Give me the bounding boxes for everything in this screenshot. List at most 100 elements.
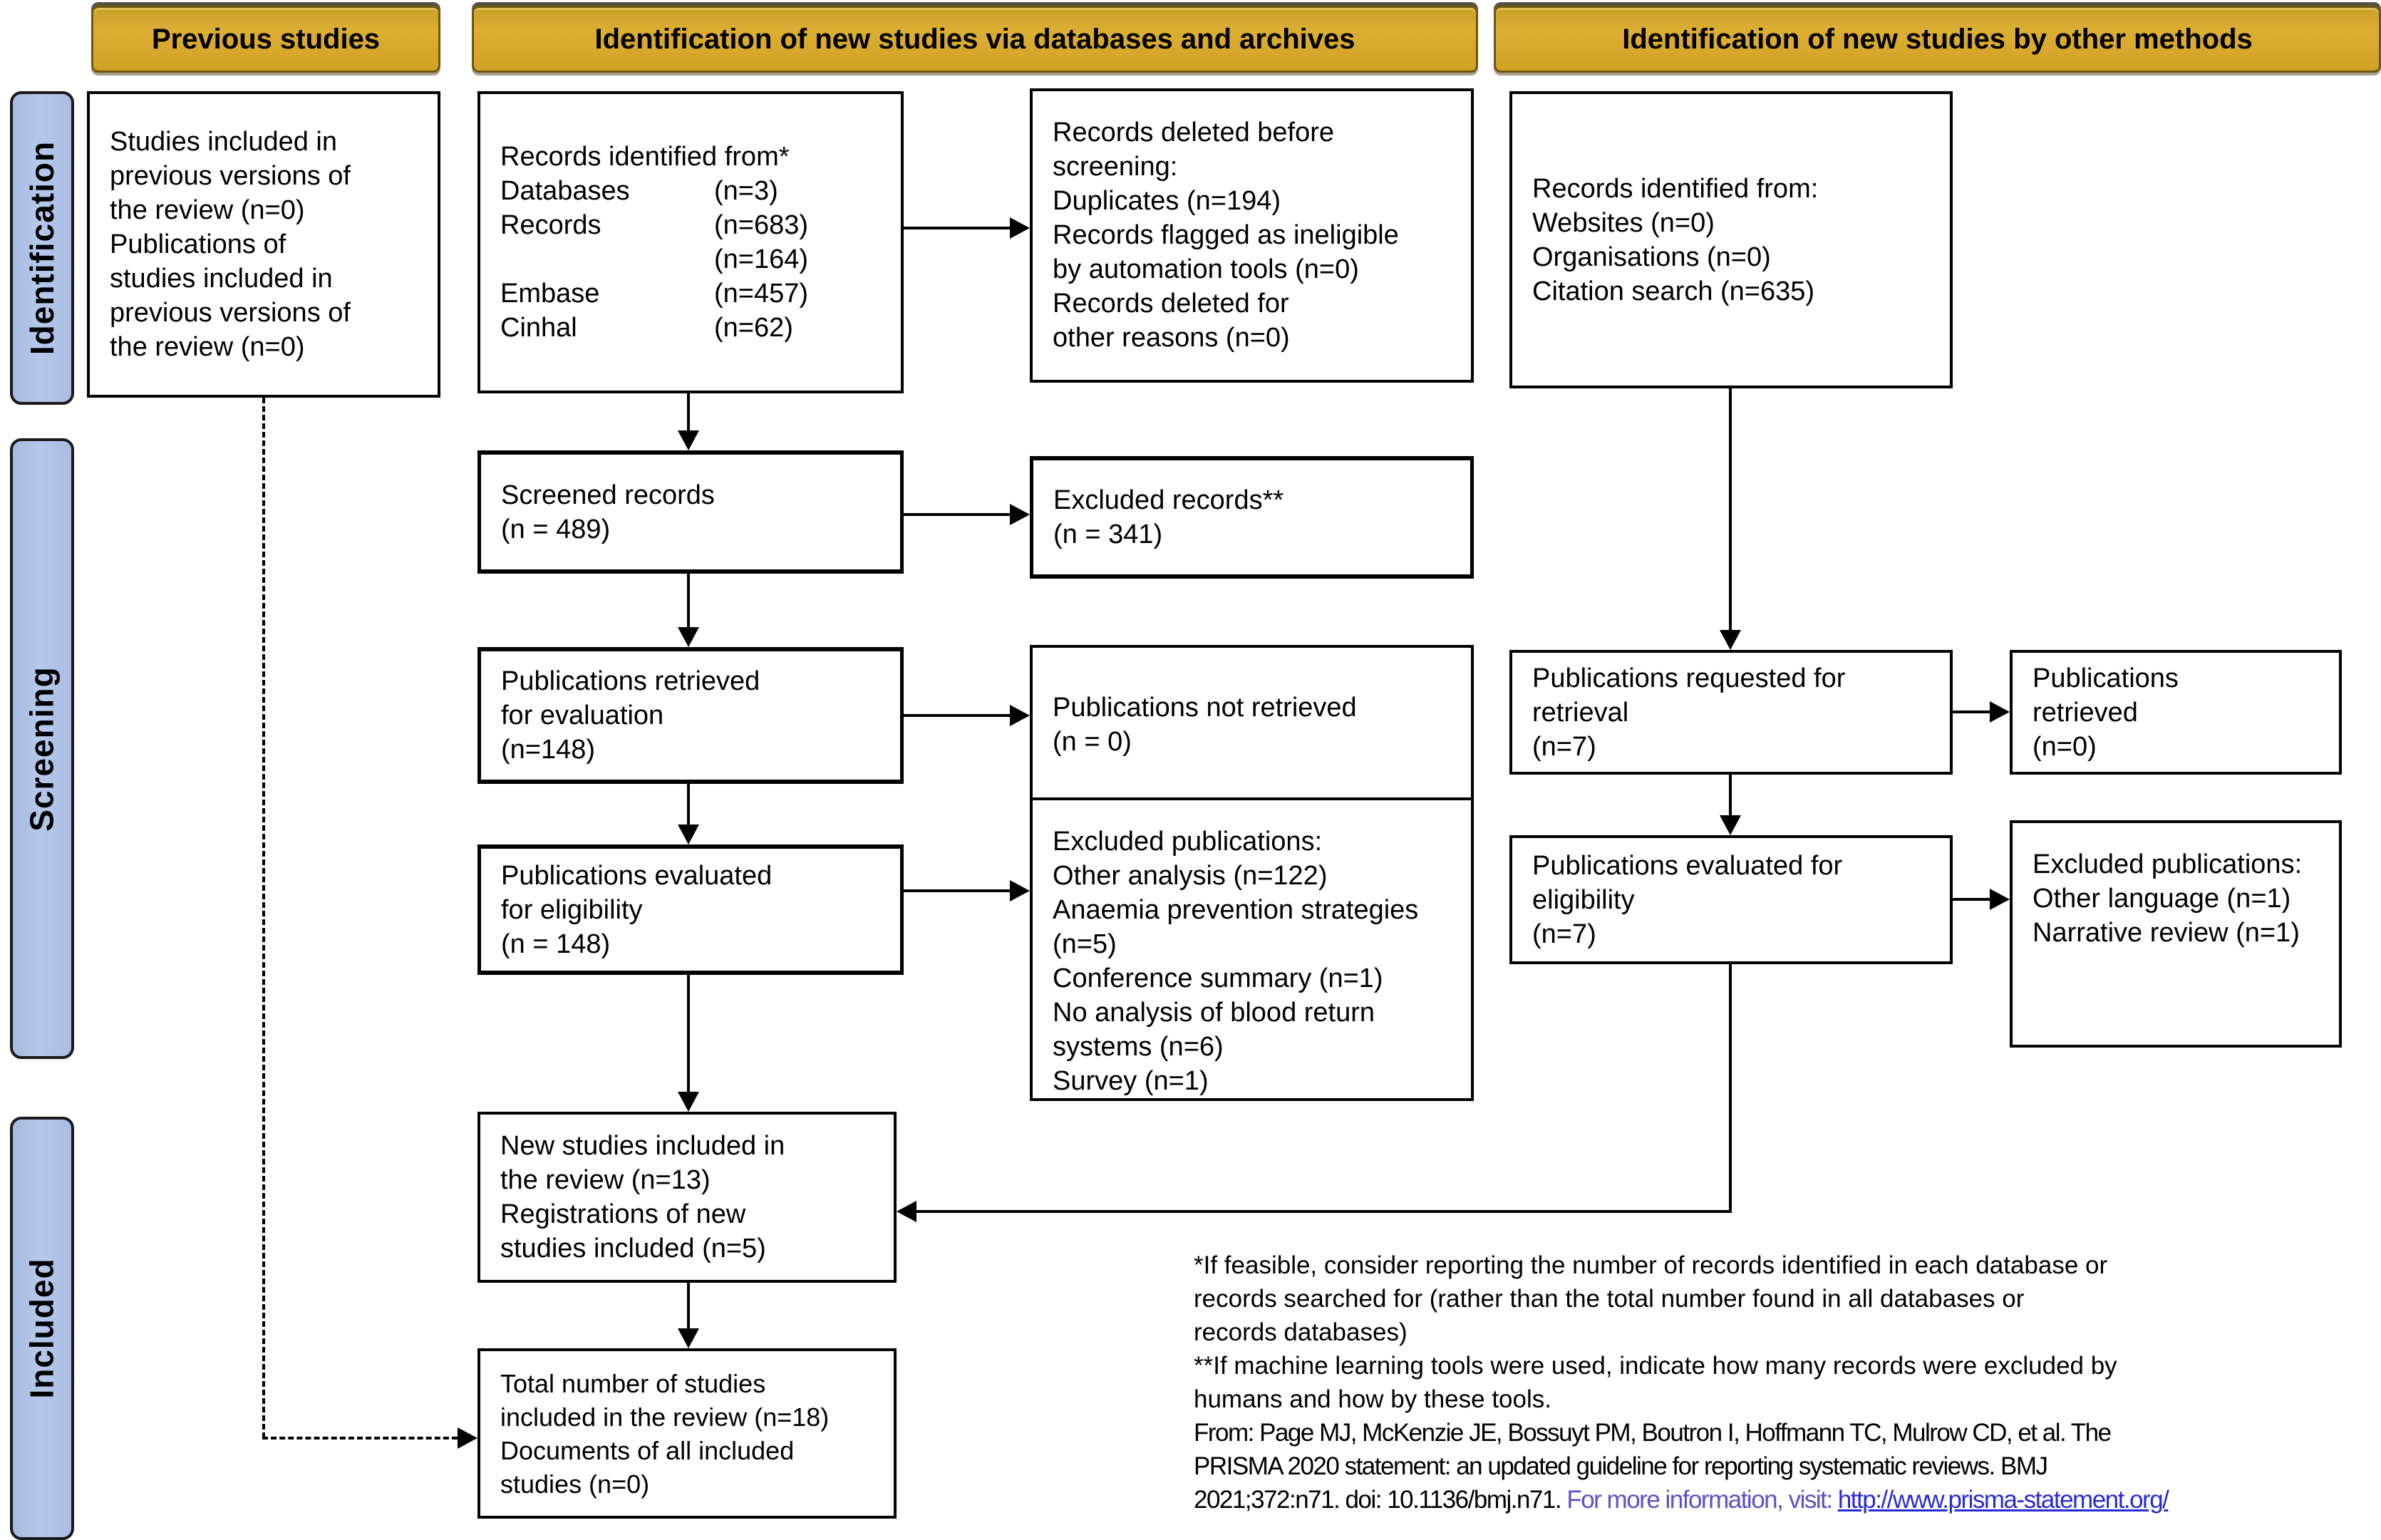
phase-band-screening: Screening <box>10 438 74 1059</box>
text-line: (n = 341) <box>1053 520 1163 549</box>
connector-line <box>1953 710 1990 713</box>
text-line: Records flagged as ineligible <box>1053 220 1399 250</box>
footnote-citation-last-line: 2021;372:n71. doi: 10.1136/bmj.n71. For … <box>1194 1483 2370 1516</box>
db-row: Databases (n=3) <box>500 174 887 208</box>
text-line: Websites (n=0) <box>1532 207 1715 238</box>
box-excluded-publications-databases: Excluded publications:Other analysis (n=… <box>1030 797 1474 1101</box>
arrowhead-right <box>1990 889 2010 910</box>
arrowhead-right <box>1010 217 1030 239</box>
arrowhead-right <box>1010 705 1030 726</box>
text-line: Other language (n=1) <box>2033 884 2291 914</box>
header-new-studies-other-methods: Identification of new studies by other m… <box>1494 6 2381 73</box>
arrowhead-right <box>458 1427 477 1449</box>
text-line: other reasons (n=0) <box>1053 323 1290 353</box>
text-line: by automation tools (n=0) <box>1053 254 1359 284</box>
connector-line <box>1729 964 1732 1213</box>
arrowhead-right <box>1010 504 1030 525</box>
text-line: Duplicates (n=194) <box>1053 186 1281 216</box>
connector-line <box>687 574 690 627</box>
header-label: Identification of new studies via databa… <box>594 23 1355 55</box>
dashed-connector-line <box>262 398 265 1438</box>
text-line: Registrations of new <box>500 1199 746 1229</box>
text-line: Records deleted before <box>1053 118 1335 148</box>
connector-line <box>916 1210 1732 1213</box>
text-line: Anaemia prevention strategies <box>1053 895 1419 925</box>
header-previous-studies: Previous studies <box>91 6 440 73</box>
more-info-text: For more information, visit: <box>1566 1486 1838 1514</box>
connector-line <box>687 1283 690 1328</box>
text-line: Publications evaluated <box>501 860 773 891</box>
text-line: studies included in <box>110 264 333 294</box>
arrowhead-down <box>1720 630 1741 650</box>
arrowhead-down <box>678 627 699 647</box>
footnote-block: *If feasible, consider reporting the num… <box>1194 1249 2370 1516</box>
phase-band-included: Included <box>10 1117 74 1540</box>
db-row: Records (n=683) <box>500 208 887 242</box>
header-label: Previous studies <box>151 23 381 55</box>
text-line: Publications retrieved <box>501 666 760 696</box>
text-line: Publications of <box>110 229 286 259</box>
text-line: Organisations (n=0) <box>1532 242 1771 272</box>
text-line: Survey (n=1) <box>1053 1066 1209 1096</box>
box-publications-not-retrieved: Publications not retrieved(n = 0) <box>1030 645 1474 804</box>
box-total-studies-included: Total number of studies included in the r… <box>477 1348 897 1519</box>
text-line: Publications not retrieved <box>1053 692 1357 723</box>
db-row: (n=164) <box>500 242 887 277</box>
phase-label: Screening <box>24 666 61 832</box>
box-excluded-records: Excluded records** (n = 341) <box>1030 456 1474 579</box>
text-line: studies included (n=5) <box>500 1234 766 1263</box>
text-line: Excluded publications: <box>1053 827 1323 857</box>
header-label: Identification of new studies by other m… <box>1622 23 2253 55</box>
phase-label: Identification <box>24 140 61 356</box>
text-line: (n=0) <box>2033 731 2097 762</box>
text-line: Total number of studies <box>500 1368 766 1398</box>
text-line: included in the review (n=18) <box>500 1402 830 1432</box>
connector-line <box>904 513 1010 516</box>
text-line: (n=5) <box>1053 929 1117 959</box>
text-line: the review (n=0) <box>110 195 305 225</box>
text-line: previous versions of <box>110 161 351 191</box>
db-count: (n=457) <box>714 279 809 309</box>
db-label: Records <box>500 210 601 240</box>
prisma-statement-link[interactable]: http://www.prisma-statement.org/ <box>1837 1486 2169 1514</box>
connector-line <box>1953 898 1990 901</box>
text-line: Conference summary (n=1) <box>1053 963 1383 993</box>
text-line: Citation search (n=635) <box>1532 276 1815 306</box>
text-line: humans and how by these tools. <box>1194 1385 1551 1413</box>
text-line: (n = 489) <box>501 514 611 544</box>
text-line: PRISMA 2020 statement: an updated guidel… <box>1194 1452 2048 1480</box>
box-excluded-publications-other: Excluded publications:Other language (n=… <box>2010 820 2342 1048</box>
text-line: Records deleted for <box>1053 289 1289 319</box>
connector-line <box>687 393 690 430</box>
arrowhead-right <box>1010 880 1030 901</box>
text-line: *If feasible, consider reporting the num… <box>1194 1251 2108 1279</box>
text-line: the review (n=0) <box>110 332 305 362</box>
text-line: Studies included in <box>110 127 337 157</box>
text-line: Screened records <box>501 480 715 510</box>
connector-line <box>904 889 1010 892</box>
connector-line <box>687 784 690 825</box>
text-line: Documents of all included <box>500 1435 795 1465</box>
connector-line <box>1729 775 1732 815</box>
db-label: Cinhal <box>500 313 577 343</box>
arrowhead-down <box>678 1092 699 1112</box>
arrowhead-left <box>897 1201 916 1222</box>
text-line: Publications evaluated for <box>1532 850 1843 881</box>
box-previous-studies-included: Studies included in previous versions of t… <box>87 91 440 398</box>
db-label: Embase <box>500 279 600 309</box>
db-count: (n=683) <box>714 210 809 240</box>
header-new-studies-databases: Identification of new studies via databa… <box>472 6 1478 73</box>
arrowhead-down <box>1720 815 1741 835</box>
text-line: Excluded records** <box>1053 485 1284 515</box>
text-line: (n=148) <box>501 735 596 765</box>
dashed-connector-line <box>262 1437 458 1440</box>
text-line: Records identified from: <box>1532 173 1819 204</box>
text-line: systems (n=6) <box>1053 1032 1224 1062</box>
text-line: (n = 148) <box>501 929 611 959</box>
